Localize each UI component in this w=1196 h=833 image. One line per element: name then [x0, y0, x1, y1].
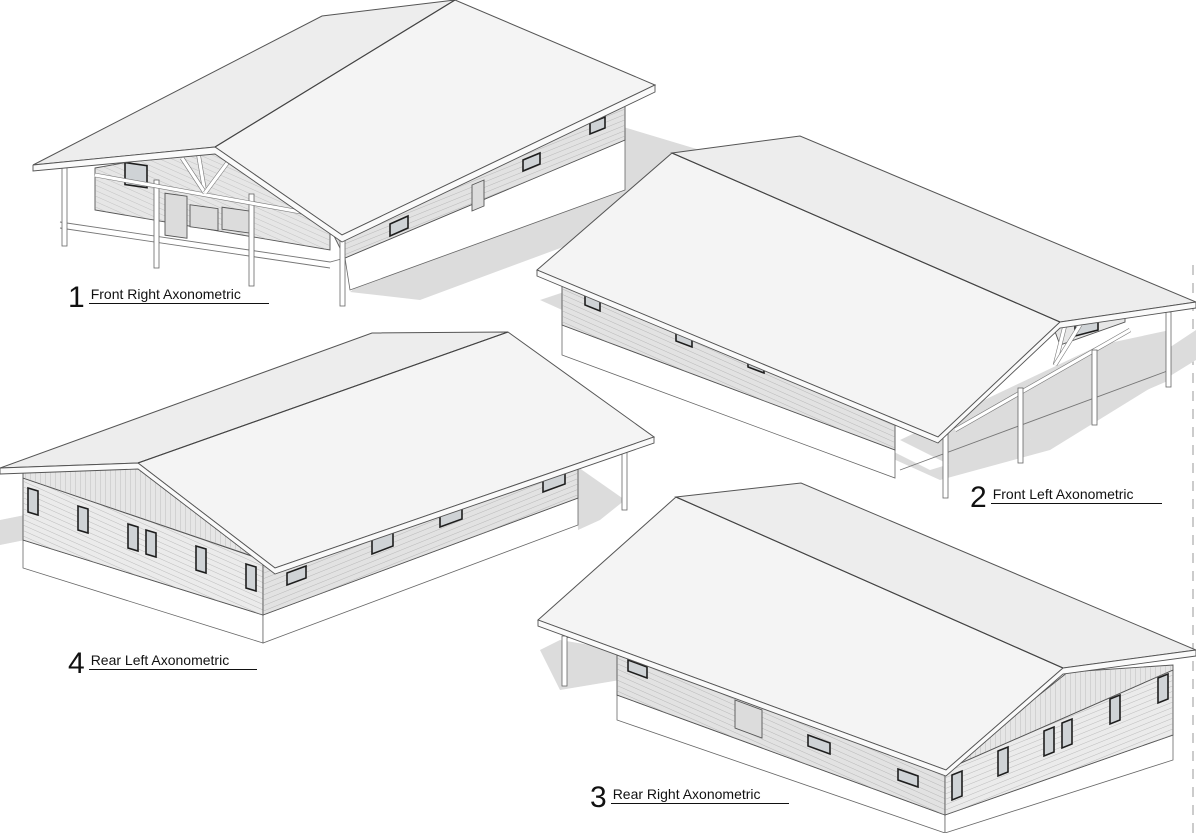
front-door [164, 192, 188, 239]
view-label-1: 1 Front Right Axonometric [68, 281, 269, 314]
shadow [540, 640, 620, 690]
window [807, 733, 831, 756]
deck-post [248, 193, 255, 287]
roof-fascia [536, 269, 1196, 444]
deck-post [621, 449, 628, 511]
side-door [471, 179, 485, 212]
double-door [734, 699, 763, 739]
window [1043, 725, 1055, 758]
view-number: 4 [68, 647, 85, 680]
roof-fascia [537, 619, 1196, 777]
front-window [189, 204, 219, 232]
window [589, 115, 606, 136]
view-number: 3 [590, 781, 607, 814]
deck-post [1091, 349, 1098, 426]
view-label-2: 2 Front Left Axonometric [970, 481, 1162, 514]
roof-ridge [214, 0, 456, 148]
window [27, 486, 39, 517]
rear-gable-vertical-siding [23, 468, 258, 558]
deck-post [942, 429, 949, 499]
window [245, 562, 257, 593]
window [77, 504, 89, 535]
view-title: Front Left Axonometric [990, 486, 1162, 504]
window [522, 151, 541, 173]
front-window [221, 206, 251, 234]
deck-post [61, 165, 68, 247]
view-label-3: 3 Rear Right Axonometric [590, 781, 789, 814]
view-2-front-left-axonometric [536, 135, 1196, 499]
roof-ridge [137, 331, 509, 464]
side-wall-siding [617, 655, 945, 815]
window [1061, 717, 1073, 750]
view-1-front-right-axonometric [32, 0, 700, 307]
deck-post [153, 179, 160, 269]
view-4-rear-left-axonometric [0, 331, 656, 644]
deck-post [1165, 311, 1172, 388]
roof-fascia [32, 84, 656, 243]
view-title: Rear Left Axonometric [88, 652, 258, 670]
window [389, 214, 409, 238]
view-title: Rear Right Axonometric [610, 786, 789, 804]
view-3-rear-right-axonometric [537, 482, 1196, 833]
window [997, 745, 1009, 778]
roof-ridge [671, 152, 1061, 323]
rear-gable-vertical-siding [955, 665, 1173, 765]
window [127, 522, 139, 553]
window [286, 564, 307, 587]
view-label-4: 4 Rear Left Axonometric [68, 647, 258, 680]
exposed-truss [953, 323, 1132, 432]
roof-ridge [675, 496, 1064, 669]
shadow [575, 465, 625, 530]
window [195, 544, 207, 575]
deck-edge [59, 227, 331, 269]
view-title: Front Right Axonometric [88, 286, 269, 304]
deck-post [1017, 387, 1024, 464]
window [145, 528, 157, 559]
deck-shade [900, 330, 1170, 470]
view-number: 2 [970, 481, 987, 514]
side-wall-siding [562, 285, 895, 450]
window [897, 767, 919, 789]
window [1109, 693, 1121, 726]
shadow [0, 515, 25, 545]
deck-post [561, 635, 568, 687]
roof-fascia [0, 436, 655, 575]
window [1157, 672, 1169, 705]
view-number: 1 [68, 281, 85, 314]
window [627, 658, 648, 680]
window [951, 769, 963, 802]
